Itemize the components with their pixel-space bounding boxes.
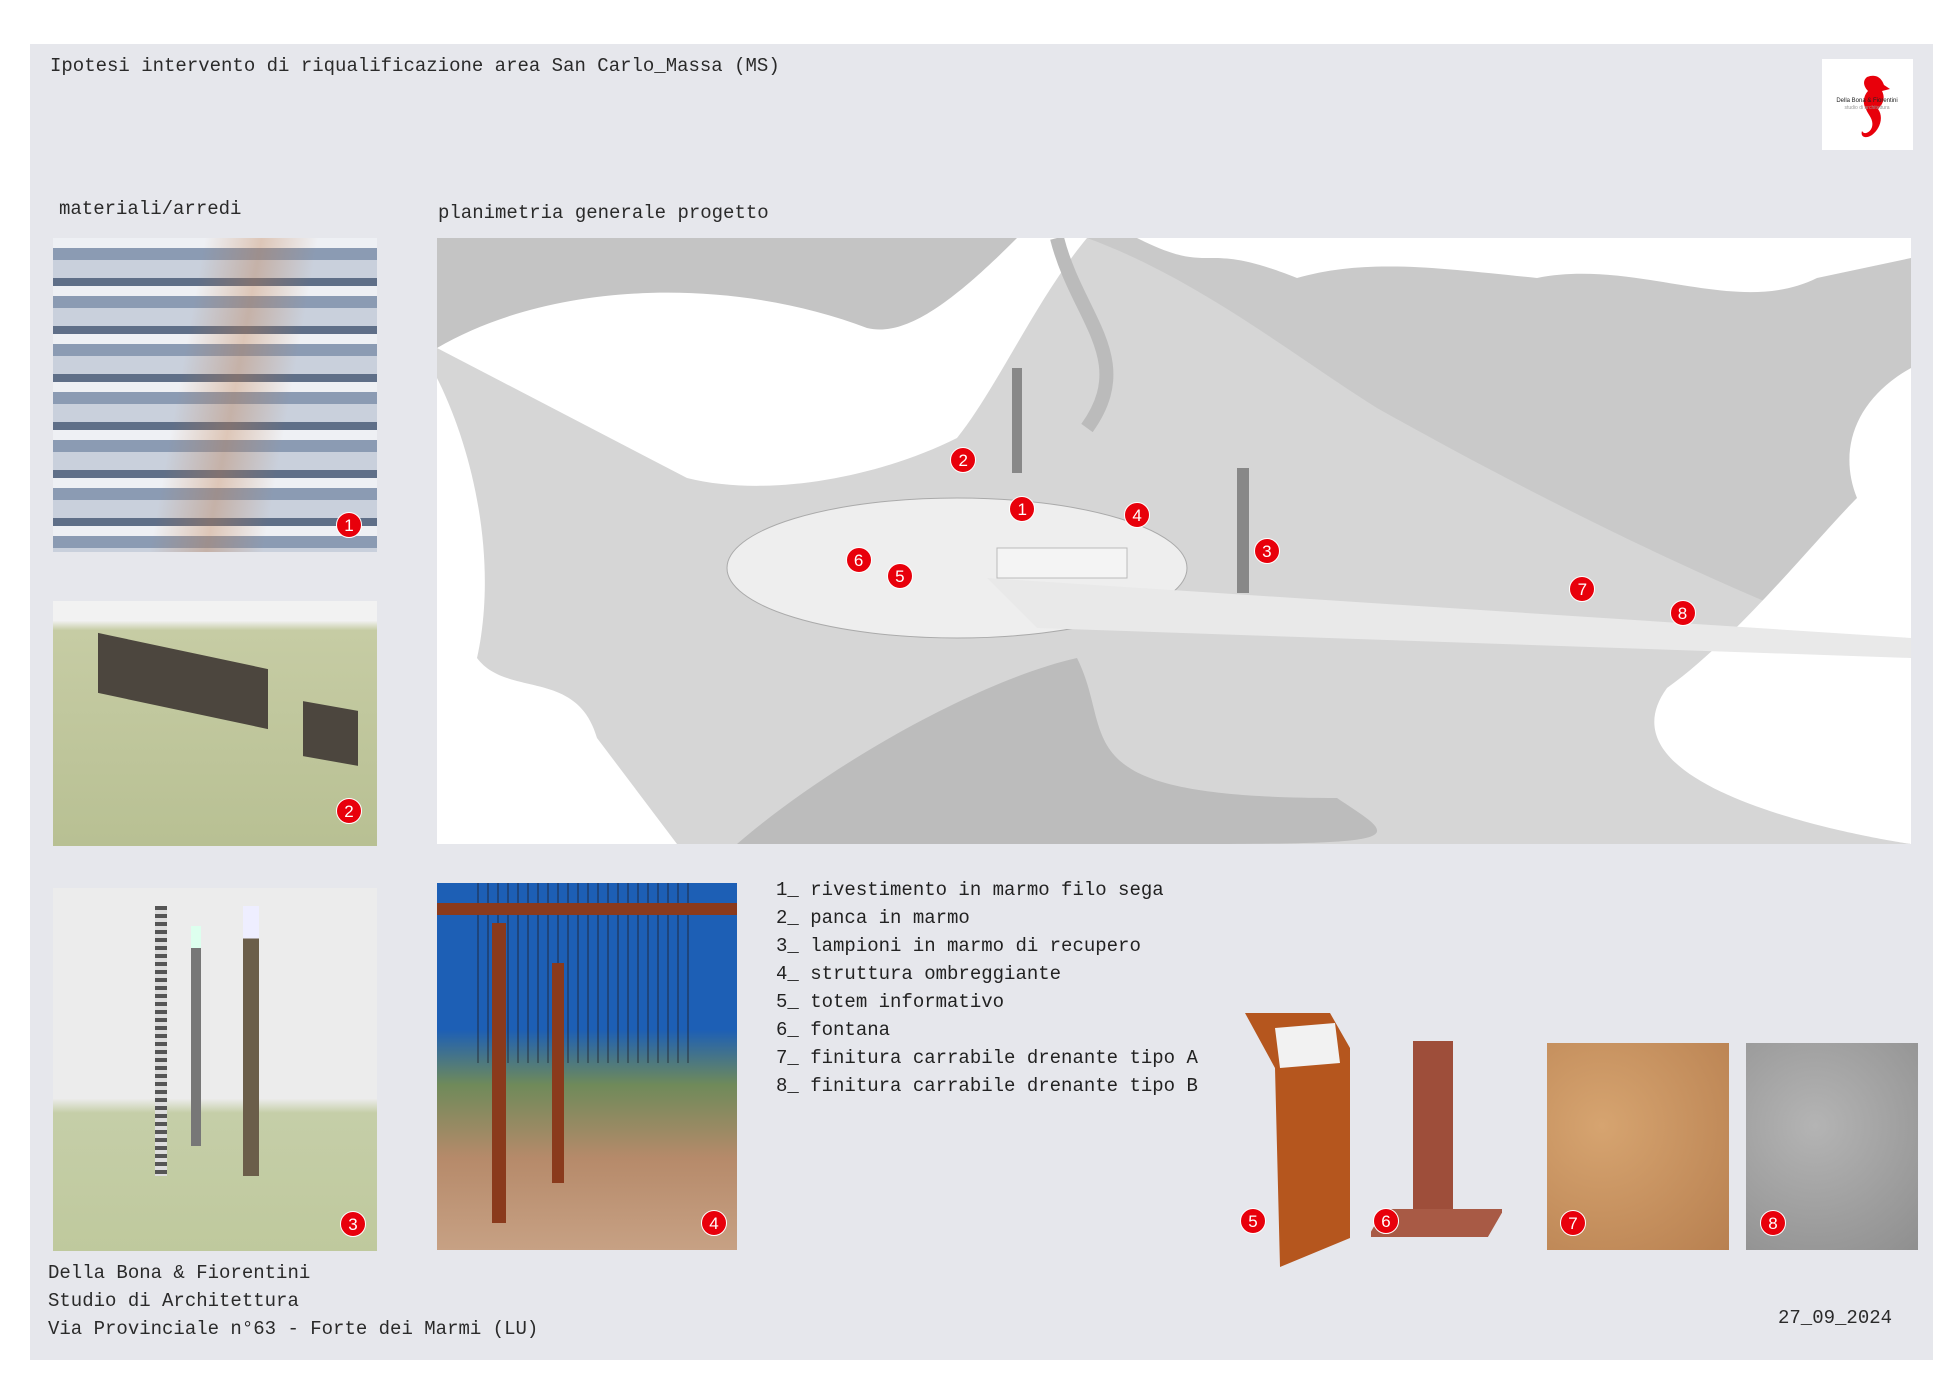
legend-item: 3_ lampioni in marmo di recupero xyxy=(776,935,1141,957)
marble-bench-render: 2 xyxy=(53,601,377,846)
legend-item: 5_ totem informativo xyxy=(776,991,1005,1013)
plan-marker-2: 2 xyxy=(950,446,977,473)
seahorse-logo-icon: Della Bona & Fiorentini studio di archit… xyxy=(1836,75,1898,138)
legend-item: 1_ rivestimento in marmo filo sega xyxy=(776,879,1164,901)
legend-item: 6_ fontana xyxy=(776,1019,891,1041)
plan-marker-5: 5 xyxy=(886,563,913,590)
marker-6: 6 xyxy=(1373,1208,1399,1234)
totem-drawing xyxy=(1245,1013,1350,1267)
legend-list: 1_ rivestimento in marmo filo sega 2_ pa… xyxy=(776,879,1198,1103)
plan-marker-3: 3 xyxy=(1253,538,1280,565)
legend-item: 4_ struttura ombreggiante xyxy=(776,963,1062,985)
marker-5: 5 xyxy=(1240,1208,1266,1234)
date: 27_09_2024 xyxy=(1778,1307,1893,1329)
paving-type-b-texture: 8 xyxy=(1746,1043,1918,1250)
marker-4: 4 xyxy=(701,1210,727,1236)
svg-text:Della Bona & Fiorentini: Della Bona & Fiorentini xyxy=(1836,98,1897,104)
legend-item: 2_ panca in marmo xyxy=(776,907,970,929)
plan-drawing xyxy=(437,238,1911,844)
plan-marker-8: 8 xyxy=(1669,599,1696,626)
plan-marker-4: 4 xyxy=(1124,501,1151,528)
info-totem-image: 5 xyxy=(1240,1008,1352,1267)
shade-structure-photo: 4 xyxy=(437,883,737,1250)
marker-3: 3 xyxy=(340,1211,366,1237)
legend-item: 8_ finitura carrabile drenante tipo B xyxy=(776,1075,1198,1097)
paving-type-a-texture: 7 xyxy=(1547,1043,1729,1250)
studio-address: Via Provinciale n°63 - Forte dei Marmi (… xyxy=(48,1318,539,1340)
plan-marker-6: 6 xyxy=(845,546,872,573)
studio-logo: Della Bona & Fiorentini studio di archit… xyxy=(1822,59,1913,150)
studio-name: Della Bona & Fiorentini xyxy=(48,1262,311,1284)
marker-7: 7 xyxy=(1560,1210,1586,1236)
marble-lampposts-render: 3 xyxy=(53,888,377,1251)
marker-1: 1 xyxy=(336,512,362,538)
materials-heading: materiali/arredi xyxy=(59,198,242,220)
legend-item: 7_ finitura carrabile drenante tipo A xyxy=(776,1047,1198,1069)
marble-quarry-photo: 1 xyxy=(53,238,377,552)
plan-heading: planimetria generale progetto xyxy=(438,202,769,224)
page-title: Ipotesi intervento di riqualificazione a… xyxy=(50,55,780,77)
plan-marker-1: 1 xyxy=(1009,496,1036,523)
general-plan-render: 2 1 4 3 6 5 7 8 xyxy=(437,238,1911,844)
studio-subtitle: Studio di Architettura xyxy=(48,1290,299,1312)
svg-text:studio di architettura: studio di architettura xyxy=(1844,105,1889,111)
plan-marker-7: 7 xyxy=(1569,575,1596,602)
marker-8: 8 xyxy=(1760,1210,1786,1236)
fountain-image: 6 xyxy=(1371,1039,1502,1246)
marker-2: 2 xyxy=(336,798,362,824)
